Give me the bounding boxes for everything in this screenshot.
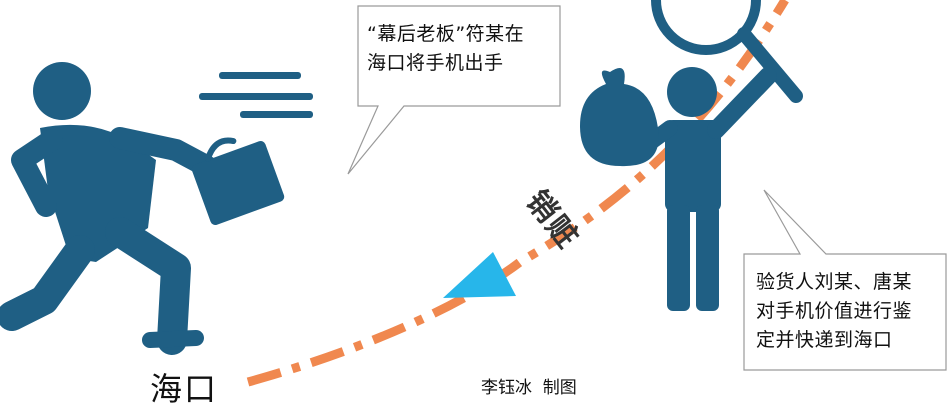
man-holding-magnifier-and-bag-icon [580, 0, 803, 311]
callout-left-text: “幕后老板”符某在 海口将手机出手 [367, 23, 525, 74]
callout-right-text: 验货人刘某、唐某 对手机价值进行鉴 定并快递到海口 [756, 271, 913, 351]
location-label: 海口 [150, 370, 219, 408]
callout-left-bubble [347, 5, 561, 175]
speed-lines-icon [199, 72, 313, 118]
credit-label: 李钰冰 制图 [481, 378, 577, 398]
running-man-with-briefcase-icon [0, 62, 285, 355]
route-arrow-icon [443, 252, 516, 298]
callout-right-bubble [743, 189, 947, 371]
